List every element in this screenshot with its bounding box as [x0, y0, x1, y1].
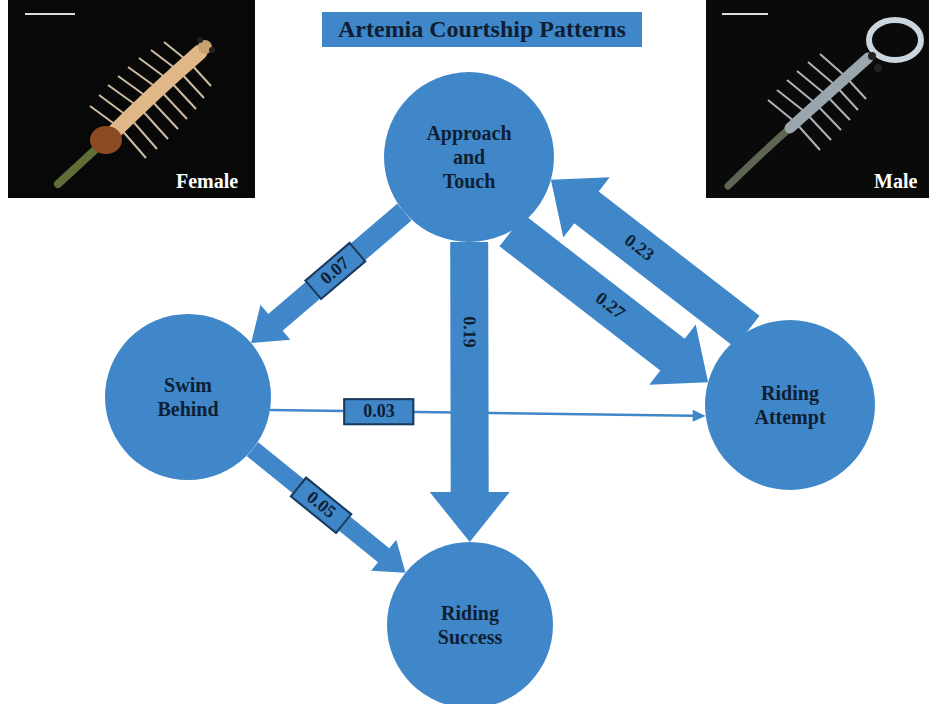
transition-arrow: [251, 204, 411, 343]
probability-label: 0.23: [617, 227, 661, 268]
transition-arrow: [430, 242, 510, 542]
node-label: Riding Success: [425, 601, 515, 649]
probability-label: 0.19: [459, 312, 481, 352]
circle-fill: [705, 320, 875, 490]
female-photo: [8, 0, 255, 198]
behavior-circle: Approach and Touch: [384, 72, 554, 242]
transition-arrow: [247, 442, 406, 573]
behavior-circle: Riding Success: [387, 542, 553, 704]
node-label: Swim Behind: [148, 373, 228, 421]
male-photo: [706, 0, 929, 198]
title-band: Artemia Courtship Patterns: [322, 12, 642, 47]
photo-label: Female: [176, 170, 238, 193]
circle-fill: [387, 542, 553, 704]
probability-label: 0.27: [588, 286, 632, 327]
probability-label: 0.07: [304, 242, 366, 300]
transition-arrow: [500, 215, 709, 385]
photo-label: Male: [874, 170, 917, 193]
transition-arrow: [270, 409, 706, 422]
node-label: Riding Attempt: [745, 381, 835, 429]
node-label: Approach and Touch: [425, 121, 514, 193]
behavior-circle: Swim Behind: [105, 314, 271, 480]
circle-outline: [105, 314, 271, 480]
probability-label: 0.03: [343, 398, 415, 426]
behavior-circle: Riding Attempt: [705, 320, 875, 490]
circle-fill: [384, 72, 554, 242]
probability-label: 0.05: [290, 476, 352, 533]
circle-fill: [105, 314, 271, 480]
circle-outline: [705, 320, 875, 490]
